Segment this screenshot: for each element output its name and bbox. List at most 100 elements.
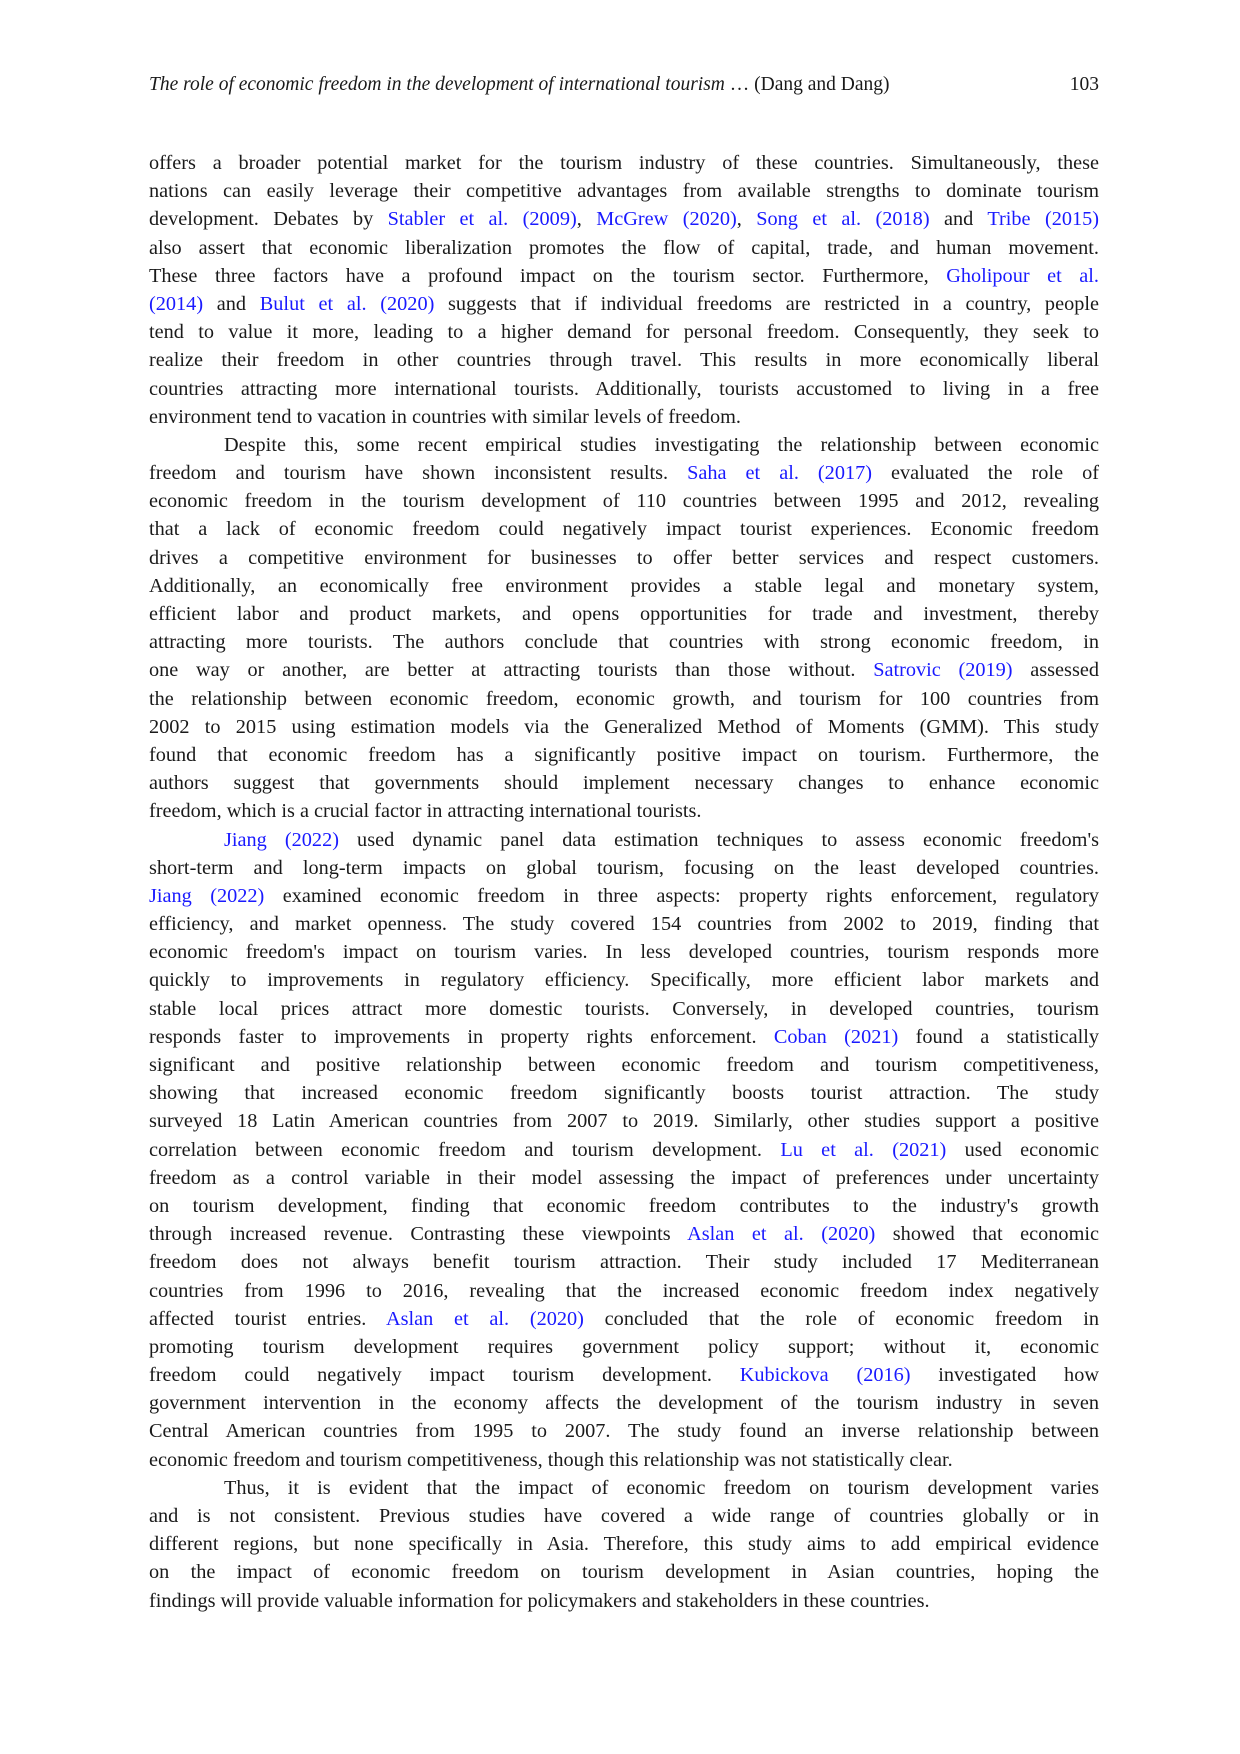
paragraph: Jiang (2022) used dynamic panel data est…	[149, 826, 1099, 1474]
text-run: concluded that the role of economic free…	[583, 1307, 1099, 1330]
text-run: development. Debates by	[149, 208, 388, 231]
text-line: attracting more tourists. The authors co…	[149, 628, 1099, 656]
text-run: 2002 to 2015 using estimation models via…	[149, 715, 1099, 738]
text-line: tend to value it more, leading to a high…	[149, 318, 1099, 346]
text-run: and is not consistent. Previous studies …	[149, 1505, 1099, 1527]
text-run: and	[203, 292, 260, 315]
text-line: efficiency, and market openness. The stu…	[149, 910, 1099, 938]
text-line: These three factors have a profound impa…	[149, 262, 1099, 290]
citation-link[interactable]: Jiang (2022)	[224, 828, 339, 851]
text-run: suggests that if individual freedoms are…	[434, 292, 1099, 315]
text-run: quickly to improvements in regulatory ef…	[149, 969, 1099, 992]
text-run: economic freedom in the tourism developm…	[149, 490, 1099, 513]
citation-link[interactable]: Stabler et al. (2009)	[387, 208, 577, 231]
text-run: promoting tourism development requires g…	[149, 1335, 1099, 1358]
text-line: environment tend to vacation in countrie…	[149, 403, 1099, 431]
citation-link[interactable]: Song et al. (2018)	[756, 208, 930, 231]
text-run: freedom as a control variable in their m…	[149, 1166, 1099, 1189]
citation-link[interactable]: Lu et al. (2021)	[780, 1138, 947, 1161]
text-line: surveyed 18 Latin American countries fro…	[149, 1107, 1099, 1135]
running-title: The role of economic freedom in the deve…	[149, 74, 725, 95]
text-line: authors suggest that governments should …	[149, 769, 1099, 797]
text-run: offers a broader potential market for th…	[149, 152, 1099, 174]
text-run: findings will provide valuable informati…	[149, 1589, 930, 1612]
text-run: freedom and tourism have shown inconsist…	[149, 462, 688, 485]
text-line: different regions, but none specifically…	[149, 1530, 1099, 1558]
citation-link[interactable]: Bulut et al. (2020)	[259, 292, 435, 315]
citation-link[interactable]: Aslan et al. (2020)	[687, 1223, 876, 1246]
text-run: efficient labor and product markets, and…	[149, 603, 1099, 625]
text-line: 2002 to 2015 using estimation models via…	[149, 713, 1099, 741]
text-run: realize their freedom in other countries…	[149, 349, 1099, 372]
text-line: (2014) and Bulut et al. (2020) suggests …	[149, 290, 1099, 318]
text-run: Despite this, some recent empirical stud…	[224, 433, 1099, 456]
citation-link[interactable]: Coban (2021)	[773, 1025, 899, 1048]
text-line: also assert that economic liberalization…	[149, 234, 1099, 262]
citation-link[interactable]: (2014)	[149, 292, 204, 315]
text-run: the relationship between economic freedo…	[149, 687, 1099, 710]
text-run: investigated how	[910, 1364, 1099, 1387]
text-line: Thus, it is evident that the impact of e…	[149, 1474, 1099, 1502]
text-line: found that economic freedom has a signif…	[149, 741, 1099, 769]
text-line: Jiang (2022) examined economic freedom i…	[149, 882, 1099, 910]
citation-link[interactable]: Satrovic (2019)	[873, 659, 1013, 682]
text-run: showed that economic	[875, 1223, 1099, 1246]
paragraph: Thus, it is evident that the impact of e…	[149, 1474, 1099, 1615]
paragraph: Despite this, some recent empirical stud…	[149, 431, 1099, 826]
text-run: that a lack of economic freedom could ne…	[149, 518, 1099, 541]
text-run: assessed	[1012, 659, 1099, 682]
text-line: correlation between economic freedom and…	[149, 1136, 1099, 1164]
text-run: evaluated the role of	[872, 462, 1099, 485]
text-line: on the impact of economic freedom on tou…	[149, 1558, 1099, 1586]
text-line: responds faster to improvements in prope…	[149, 1023, 1099, 1051]
text-run: through increased revenue. Contrasting t…	[149, 1223, 688, 1246]
citation-link[interactable]: Tribe (2015)	[987, 208, 1100, 231]
text-run: ,	[576, 208, 597, 231]
page-number: 103	[1069, 74, 1099, 95]
text-run: different regions, but none specifically…	[149, 1533, 1099, 1556]
citation-link[interactable]: Gholipour et al.	[946, 264, 1099, 287]
text-run: examined economic freedom in three aspec…	[264, 884, 1099, 907]
text-line: freedom and tourism have shown inconsist…	[149, 459, 1099, 487]
text-line: one way or another, are better at attrac…	[149, 656, 1099, 684]
text-line: development. Debates by Stabler et al. (…	[149, 205, 1099, 233]
text-run: significant and positive relationship be…	[149, 1054, 1099, 1076]
text-run: drives a competitive environment for bus…	[149, 546, 1099, 569]
text-run: economic freedom's impact on tourism var…	[149, 941, 1099, 964]
text-run: countries attracting more international …	[149, 377, 1099, 400]
text-run: ,	[736, 208, 757, 231]
text-run: affected tourist entries.	[149, 1307, 386, 1330]
paragraph: offers a broader potential market for th…	[149, 149, 1099, 431]
text-line: economic freedom and tourism competitive…	[149, 1446, 1099, 1474]
text-line: Despite this, some recent empirical stud…	[149, 431, 1099, 459]
text-run: used dynamic panel data estimation techn…	[338, 828, 1100, 851]
text-run: also assert that economic liberalization…	[149, 236, 1099, 259]
text-line: Jiang (2022) used dynamic panel data est…	[149, 826, 1099, 854]
text-line: countries from 1996 to 2016, revealing t…	[149, 1277, 1099, 1305]
text-line: Additionally, an economically free envir…	[149, 572, 1099, 600]
text-line: economic freedom's impact on tourism var…	[149, 938, 1099, 966]
text-line: showing that increased economic freedom …	[149, 1079, 1099, 1107]
text-line: government intervention in the economy a…	[149, 1389, 1099, 1417]
citation-link[interactable]: McGrew (2020)	[596, 208, 737, 231]
text-run: tend to value it more, leading to a high…	[149, 321, 1099, 344]
citation-link[interactable]: Jiang (2022)	[149, 884, 265, 907]
text-line: offers a broader potential market for th…	[149, 149, 1099, 177]
text-run: These three factors have a profound impa…	[149, 264, 947, 287]
citation-link[interactable]: Saha et al. (2017)	[687, 462, 873, 485]
text-run: surveyed 18 Latin American countries fro…	[149, 1110, 1099, 1133]
text-run: nations can easily leverage their compet…	[149, 180, 1099, 203]
text-run: environment tend to vacation in countrie…	[149, 405, 741, 428]
citation-link[interactable]: Aslan et al. (2020)	[385, 1307, 584, 1330]
text-run: found that economic freedom has a signif…	[149, 743, 1099, 766]
text-run: Central American countries from 1995 to …	[149, 1420, 1099, 1443]
text-run: found a statistically	[898, 1025, 1100, 1048]
text-line: Central American countries from 1995 to …	[149, 1417, 1099, 1445]
text-run: freedom could negatively impact tourism …	[149, 1364, 740, 1387]
text-run: countries from 1996 to 2016, revealing t…	[149, 1279, 1099, 1302]
text-run: Thus, it is evident that the impact of e…	[224, 1476, 1099, 1499]
citation-link[interactable]: Kubickova (2016)	[739, 1364, 911, 1387]
text-run: stable local prices attract more domesti…	[149, 997, 1099, 1020]
text-run: freedom does not always benefit tourism …	[149, 1251, 1099, 1274]
text-run: correlation between economic freedom and…	[149, 1138, 781, 1161]
